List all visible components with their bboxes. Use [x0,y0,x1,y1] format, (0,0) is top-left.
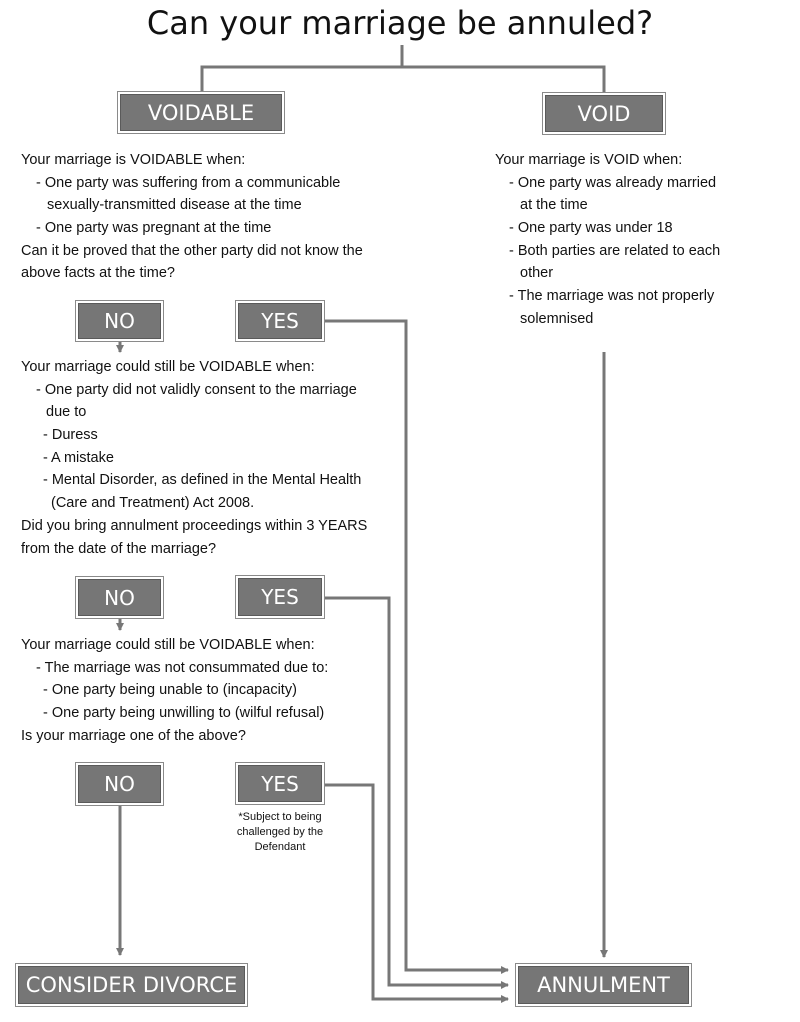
footnote-line-1: *Subject to being [238,811,322,823]
voidable-box: VOIDABLE [120,94,282,131]
consummation-item: - The marriage was not consummated due t… [36,659,329,676]
consent-item-cont: due to [46,404,87,421]
consent-conditions: Your marriage could still be VOIDABLE wh… [21,356,367,560]
void-conditions: Your marriage is VOID when: - One party … [495,149,720,331]
no-box-2: NO [78,579,161,616]
consent-item: - One party did not validly consent to t… [36,381,357,398]
footnote-line-2: challenged by the [236,826,324,838]
yes-box-3: YES [238,765,322,802]
consummation-heading: Your marriage could still be VOIDABLE wh… [21,637,315,653]
consummation-conditions: Your marriage could still be VOIDABLE wh… [21,634,328,747]
consent-sub-duress: - Duress [43,427,98,444]
annulment-box: ANNULMENT [518,966,689,1004]
yes-box-2: YES [238,578,322,616]
yes-box-1: YES [238,303,322,339]
void-item-solemnised-cont: solemnised [520,310,594,327]
void-item-married-cont: at the time [520,197,588,214]
void-box: VOID [545,95,663,132]
footnote-line-3: Defendant [254,841,306,853]
voidable-item-std-cont: sexually-transmitted disease at the time [47,197,302,214]
voidable-item-std: - One party was suffering from a communi… [36,174,341,191]
consent-question: Did you bring annulment proceedings with… [21,517,368,534]
void-item-married: - One party was already married [509,174,717,191]
consider-divorce-box: CONSIDER DIVORCE [18,966,245,1004]
title-split-connector [200,45,606,96]
yes1-to-annulment-arrow [324,319,509,974]
yes3-to-annulment-arrow [324,783,509,1003]
void-item-solemnised: - The marriage was not properly [509,288,715,305]
consummation-sub-refusal: - One party being unwilling to (wilful r… [43,705,325,722]
consent-heading: Your marriage could still be VOIDABLE wh… [21,359,315,375]
consummation-sub-incapacity: - One party being unable to (incapacity) [43,682,297,699]
consent-question-cont: from the date of the marriage? [21,540,217,557]
void-heading: Your marriage is VOID when: [495,152,683,168]
void-item-under18: - One party was under 18 [509,220,673,237]
voidable-heading: Your marriage is VOIDABLE when: [21,152,246,168]
consummation-question: Is your marriage one of the above? [21,727,246,744]
voidable-conditions: Your marriage is VOIDABLE when: - One pa… [21,149,363,285]
voidable-question: Can it be proved that the other party di… [21,242,363,259]
no-box-1: NO [78,303,161,339]
yes-footnote: *Subject to being challenged by the Defe… [225,810,335,855]
void-item-related-cont: other [520,265,554,282]
consent-sub-mental: - Mental Disorder, as defined in the Men… [43,472,362,489]
page-title: Can your marriage be annuled? [146,4,654,42]
yes2-to-annulment-arrow [324,596,509,989]
voidable-question-cont: above facts at the time? [21,265,175,282]
voidable-item-pregnant: - One party was pregnant at the time [36,220,272,237]
no-box-3: NO [78,765,161,803]
consent-sub-mistake: - A mistake [43,449,114,466]
consent-sub-mental-cont: (Care and Treatment) Act 2008. [51,495,255,512]
void-item-related: - Both parties are related to each [509,242,721,259]
